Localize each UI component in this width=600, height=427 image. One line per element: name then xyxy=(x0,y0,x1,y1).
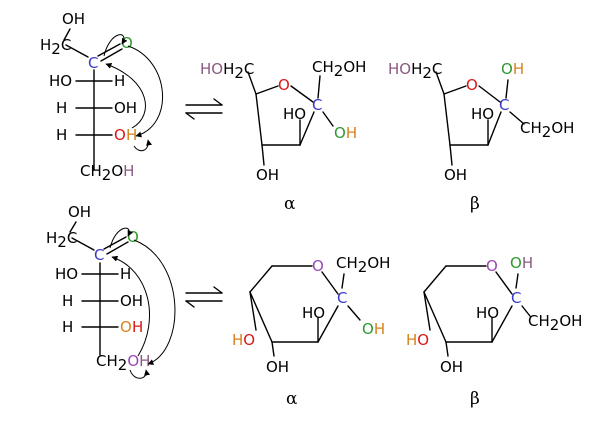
alpha-pyr-label: α xyxy=(286,389,298,409)
p-c4-oh: OH xyxy=(120,292,143,310)
p-c1-oh-label: OH xyxy=(68,203,91,221)
c2-carbon-label: C xyxy=(88,54,98,72)
c5-oh-hydrogen: H xyxy=(126,126,137,144)
c4-h: H xyxy=(56,99,67,117)
beta-fructofuranose: HOH2C O C OH HO CH2OH OH β xyxy=(388,60,574,214)
alpha-fur-ring-oxygen: O xyxy=(278,76,290,94)
beta-pyr-anomeric-c: C xyxy=(511,289,521,307)
p-c3-h: H xyxy=(120,265,131,283)
alpha-fur-c4-oh: OH xyxy=(256,166,279,184)
alpha-pyr-c3-ho: HO xyxy=(302,304,325,322)
beta-fur-anomeric-c: C xyxy=(499,96,509,114)
alpha-pyr-ring-oxygen: O xyxy=(312,257,324,275)
beta-fur-label: β xyxy=(470,194,480,214)
beta-fructopyranose: O C OH HO CH2OH HO OH β xyxy=(406,254,582,409)
beta-pyr-ring-oxygen: O xyxy=(486,257,498,275)
alpha-fur-label: α xyxy=(284,194,296,214)
c6-ch2oh: CH2OH xyxy=(80,162,134,184)
alpha-pyr-anomeric-oh: OH xyxy=(362,320,385,338)
c3-ho: HO xyxy=(49,72,72,90)
p-c3-ho: HO xyxy=(55,265,78,283)
p-c5-oh-hydrogen: H xyxy=(132,318,143,336)
beta-fur-anomeric-oh: OH xyxy=(501,60,524,78)
beta-pyr-c5-ho: HO xyxy=(406,331,429,349)
beta-fur-c6: HOH2C xyxy=(388,60,442,82)
c1-oh-label: OH xyxy=(62,10,85,28)
alpha-fur-anomeric-oh: OH xyxy=(334,124,357,142)
open-chain-fructose-furanose: OH H2C C O HO H H OH H O H CH2OH xyxy=(40,10,164,184)
beta-pyr-label: β xyxy=(470,389,480,409)
p-c6-ch2oh: CH2OH xyxy=(96,352,150,374)
beta-fur-c4-oh: OH xyxy=(444,166,467,184)
c4-oh: OH xyxy=(114,99,137,117)
alpha-fur-ch2oh: CH2OH xyxy=(312,58,366,80)
p-c4-h: H xyxy=(62,292,73,310)
c3-h: H xyxy=(114,72,125,90)
beta-fur-c3-ho: HO xyxy=(471,105,494,123)
equilibrium-arrow-top xyxy=(185,98,223,120)
c5-h: H xyxy=(56,126,67,144)
p-c5-oh-oxygen: O xyxy=(120,318,132,336)
alpha-fur-c6: HOH2C xyxy=(200,60,254,82)
alpha-pyr-c4-oh: OH xyxy=(266,358,289,376)
beta-pyr-anomeric-oh: OH xyxy=(510,254,533,272)
c1-h2c-label: H2C xyxy=(40,36,71,58)
beta-fur-ch2oh: CH2OH xyxy=(520,119,574,141)
alpha-pyr-ch2oh: CH2OH xyxy=(336,254,390,276)
alpha-fur-c3-ho: HO xyxy=(283,105,306,123)
alpha-fructopyranose: O C CH2OH HO OH HO OH α xyxy=(232,254,390,409)
alpha-fructofuranose: HOH2C O C CH2OH HO OH OH α xyxy=(200,58,366,214)
alpha-fur-anomeric-c: C xyxy=(312,96,322,114)
open-chain-fructose-pyranose: OH H2C C O HO H H OH H O H CH2OH xyxy=(46,203,176,379)
equilibrium-arrow-bottom xyxy=(185,286,223,308)
alpha-pyr-c5-ho: HO xyxy=(232,331,255,349)
alpha-pyr-anomeric-c: C xyxy=(337,289,347,307)
beta-pyr-ch2oh: CH2OH xyxy=(528,312,582,334)
p-c2-carbon-label: C xyxy=(94,246,104,264)
beta-pyr-c3-ho: HO xyxy=(476,304,499,322)
c5-oh-oxygen: O xyxy=(114,126,126,144)
beta-fur-ring-oxygen: O xyxy=(466,76,478,94)
p-c1-h2c-label: H2C xyxy=(46,229,77,251)
p-c2-carbonyl-oxygen: O xyxy=(127,228,139,246)
beta-pyr-c4-oh: OH xyxy=(440,358,463,376)
p-c5-h: H xyxy=(62,318,73,336)
